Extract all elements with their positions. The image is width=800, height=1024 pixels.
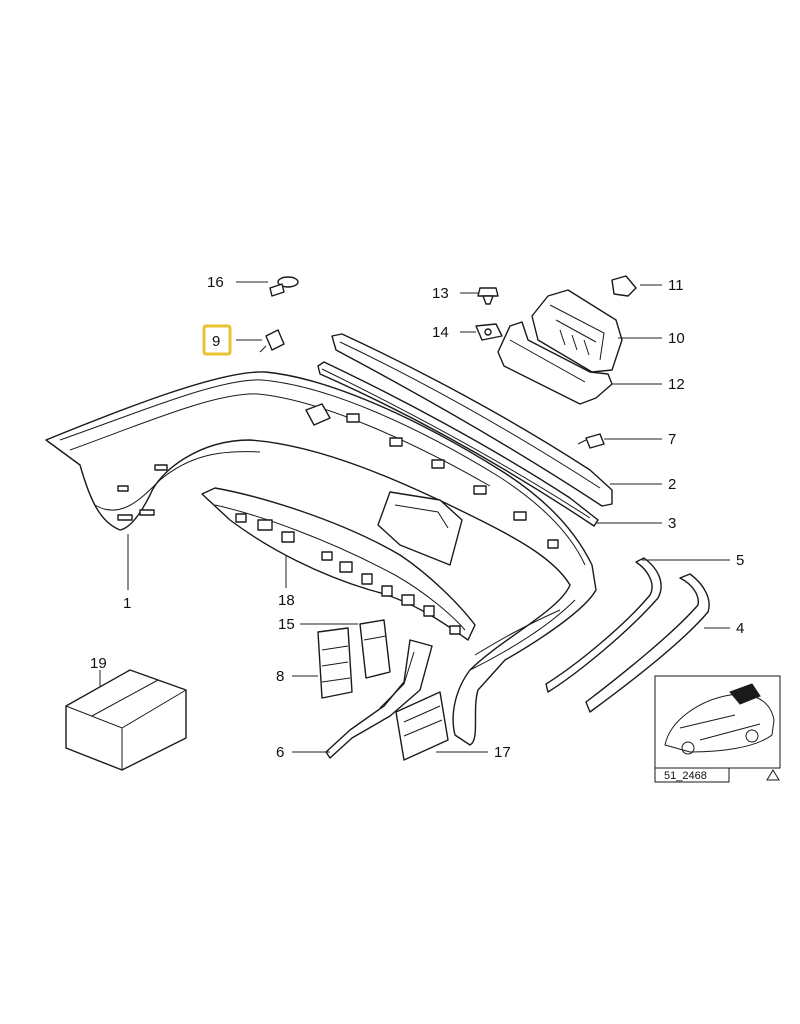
callout-3[interactable]: 3	[668, 515, 676, 532]
callout-14[interactable]: 14	[432, 324, 449, 341]
diffuser-panel[interactable]	[201, 487, 476, 641]
part-16-tow-eye[interactable]	[269, 276, 299, 297]
part-14-clip-nut[interactable]	[475, 323, 503, 341]
callout-17[interactable]: 17	[494, 744, 511, 761]
callout-7[interactable]: 7	[668, 431, 676, 448]
callout-5[interactable]: 5	[736, 552, 744, 569]
callout-9[interactable]: 9	[212, 333, 220, 350]
callout-6[interactable]: 6	[276, 744, 284, 761]
part-7-screw[interactable]	[577, 433, 605, 449]
bumper-cover[interactable]	[45, 371, 597, 746]
part-11-clip[interactable]	[611, 275, 637, 297]
callout-13[interactable]: 13	[432, 285, 449, 302]
callout-16[interactable]: 16	[207, 274, 224, 291]
callout-10[interactable]: 10	[668, 330, 685, 347]
part-15-damper[interactable]	[359, 619, 391, 679]
callout-8[interactable]: 8	[276, 668, 284, 685]
car-location-inset	[654, 675, 781, 783]
callout-9-highlight	[202, 324, 232, 356]
callout-11[interactable]: 11	[668, 277, 684, 294]
callout-18[interactable]: 18	[278, 592, 295, 609]
trim-strip-upper[interactable]	[331, 333, 613, 507]
callout-2[interactable]: 2	[668, 476, 676, 493]
inset-code: 51_2468	[664, 770, 707, 782]
side-trim-strip-left[interactable]	[545, 557, 662, 693]
bracket-center[interactable]	[531, 289, 623, 373]
part-6-guide[interactable]	[325, 639, 433, 759]
part-17-sensor-holder[interactable]	[395, 691, 449, 761]
part-9-tow-hook-cover[interactable]	[259, 329, 285, 353]
callout-1[interactable]: 1	[123, 595, 131, 612]
callout-12[interactable]: 12	[668, 376, 685, 393]
part-8-bracket[interactable]	[317, 627, 353, 699]
callout-15[interactable]: 15	[278, 616, 295, 633]
part-13-expanding-nut[interactable]	[477, 287, 499, 305]
callout-4[interactable]: 4	[736, 620, 744, 637]
leader-lines	[99, 281, 730, 753]
side-trim-strip-right[interactable]	[585, 573, 710, 713]
warning-triangle-icon	[766, 769, 780, 781]
callout-19[interactable]: 19	[90, 655, 107, 672]
part-19-box[interactable]	[65, 669, 187, 771]
